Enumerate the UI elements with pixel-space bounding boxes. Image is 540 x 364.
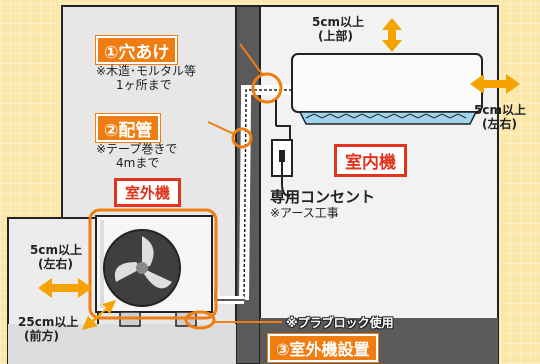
- hole-leader: [239, 43, 263, 75]
- outdoor-ground: [8, 324, 236, 364]
- top-clearance-arrow: [382, 18, 402, 52]
- step2-note-line2: 4mまで: [116, 156, 160, 170]
- side-clearance-arrow-outdoor: [38, 278, 92, 298]
- step1-note-line1: ※木造･モルタル等: [96, 64, 197, 78]
- outlet-label: 専用コンセント: [270, 188, 376, 206]
- outlet-note: ※アース工事: [270, 206, 339, 220]
- outdoor-unit: [95, 215, 213, 327]
- front-clearance-line2: (前方): [24, 329, 59, 343]
- step2-label: ②配管: [96, 114, 161, 142]
- piping-marker: [231, 127, 253, 149]
- side-clearance-arrow-indoor: [470, 74, 520, 94]
- piping-leader: [207, 121, 235, 135]
- outlet-icon: [271, 100, 293, 197]
- top-clearance-line2: (上部): [318, 29, 353, 43]
- side-clearance-indoor-line1: 5cm以上: [474, 103, 526, 117]
- step1-label: ①穴あけ: [96, 36, 178, 64]
- step3-label: ③室外機設置: [268, 334, 378, 362]
- block-note: ※プラブロック使用: [286, 316, 394, 330]
- piping-outline: [243, 89, 292, 301]
- indoor-unit-label: 室内機: [334, 144, 407, 177]
- side-clearance-outdoor-line1: 5cm以上: [30, 243, 82, 257]
- outdoor-unit-highlight: [88, 208, 218, 320]
- side-clearance-outdoor-line2: (左右): [38, 257, 73, 271]
- outdoor-unit-label: 室外機: [114, 178, 182, 207]
- block-marker: [184, 310, 216, 330]
- top-clearance-line1: 5cm以上: [312, 15, 364, 29]
- side-clearance-indoor-line2: (左右): [482, 117, 517, 131]
- indoor-unit: [291, 53, 483, 125]
- front-clearance-arrow: [82, 300, 116, 330]
- hole-marker: [251, 72, 283, 104]
- step2-note-line1: ※テープ巻きで: [96, 142, 178, 156]
- step1-note-line2: 1ヶ所まで: [116, 78, 172, 92]
- front-clearance-line1: 25cm以上: [18, 315, 79, 329]
